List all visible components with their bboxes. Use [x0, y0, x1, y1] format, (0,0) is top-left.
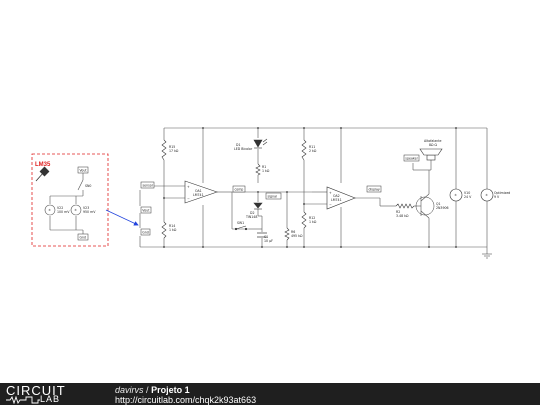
optimized-source-icon: ± — [480, 188, 494, 202]
svg-text:+: + — [187, 185, 190, 189]
q1-name: Q1 — [436, 202, 441, 206]
main-wiring — [139, 127, 488, 254]
d2-name: D2 — [250, 211, 254, 215]
oa2-model: LM741 — [331, 198, 342, 202]
lm35-v1-sign: ± — [48, 208, 51, 212]
svg-text:±: ± — [454, 193, 457, 197]
d2-model: TIN148 — [245, 215, 257, 219]
r6-resistor-icon — [284, 227, 290, 241]
sw-name: SW1 — [237, 221, 244, 225]
switch-icon — [234, 225, 248, 231]
logo-circuit-text: CIRCUIT — [6, 383, 66, 398]
author-separator: / — [146, 385, 149, 395]
d1-model: LED Bicolor — [234, 147, 253, 151]
project-title[interactable]: Projeto 1 — [151, 385, 190, 395]
speaker-value: 8Ω Ω — [429, 143, 437, 147]
ground-symbol-icon — [482, 253, 492, 259]
lm35-v1-name: V22 — [57, 206, 63, 210]
c1-name: C1 — [264, 235, 268, 239]
gnd-net-tag: Gnd — [142, 231, 149, 235]
q1-model: 2N3906 — [436, 206, 449, 210]
lm35-title: LM35 — [35, 162, 51, 168]
r2-name: R2 — [396, 210, 400, 214]
speaker-net-tag: speaker — [405, 157, 418, 161]
r6-value: 495 kΩ — [291, 234, 303, 238]
comp-net-tag: comp — [235, 188, 244, 192]
lm35-package-icon — [35, 166, 50, 182]
r11-value: 2 kΩ — [309, 149, 317, 153]
signal-net-tag: signal — [268, 195, 278, 199]
lm35-sensor-label: SN0 — [85, 184, 91, 188]
vout-net-tag: Vout — [142, 209, 150, 213]
svg-text:−: − — [329, 203, 332, 207]
r1-resistor-icon — [255, 163, 261, 176]
lm35-model-group: LM35 Vout SN0 ± ± V22 100 mV V23 950 mV — [31, 153, 109, 247]
r11-name: R11 — [309, 145, 315, 149]
v10-source-icon: ± — [449, 188, 463, 202]
junction-dots — [163, 127, 457, 248]
r15-resistor-icon — [161, 139, 167, 161]
oa2-name: OA2 — [333, 194, 340, 198]
transistor-icon — [415, 196, 435, 216]
r14-name: R14 — [169, 224, 175, 228]
lm35-v2-value: 950 mV — [83, 210, 96, 214]
lm35-v2-name: V23 — [83, 206, 89, 210]
speaker-icon — [419, 148, 443, 161]
r1-value: 1 kΩ — [262, 169, 270, 173]
oa2-opamp-icon: + − — [326, 186, 356, 210]
annotation-arrow — [105, 209, 139, 226]
project-url[interactable]: http://circuitlab.com/chqk2k93at663 — [115, 395, 257, 405]
oa1-opamp-icon: + − — [184, 180, 218, 204]
r2-resistor-icon — [395, 203, 415, 209]
author-link[interactable]: davirvs — [115, 385, 144, 395]
optimized-value: 9 V — [494, 195, 500, 199]
resistor-zigzags — [161, 139, 415, 241]
logo-waveform-icon — [6, 396, 40, 404]
footer-bar: CIRCUIT LAB davirvs / Projeto 1 http://c… — [0, 383, 540, 405]
r11-resistor-icon — [301, 139, 307, 161]
r15-name: R15 — [169, 145, 175, 149]
r14-resistor-icon — [161, 221, 167, 239]
r2-value: 3.48 kΩ — [396, 214, 409, 218]
lm35-gnd-tag: Gnd — [80, 236, 87, 240]
optimized-name: Optimized — [494, 191, 510, 195]
d1-name: D1 — [236, 143, 240, 147]
r6-name: R6 — [291, 230, 295, 234]
logo-lab-text: LAB — [40, 394, 61, 404]
circuitlab-logo[interactable]: CIRCUIT LAB — [6, 384, 96, 404]
circuit-schematic: LM35 Vout SN0 ± ± V22 100 mV V23 950 mV — [31, 127, 510, 259]
led-diode-icon — [253, 138, 268, 149]
v10-name: V10 — [464, 191, 470, 195]
v10-value: 24 V — [464, 195, 472, 199]
d2-diode-icon — [253, 202, 263, 210]
sensor-net-tag: sensor — [143, 184, 154, 188]
oa1-model: LM741 — [193, 193, 204, 197]
display-net-tag: display — [369, 188, 380, 192]
r12-value: 1 kΩ — [309, 220, 317, 224]
svg-text:+: + — [329, 191, 332, 195]
r14-value: 1 kΩ — [169, 228, 177, 232]
speaker-name: Altofalante — [424, 139, 441, 143]
lm35-vout-tag: Vout — [80, 169, 88, 173]
r15-value: 17 kΩ — [169, 149, 179, 153]
author-project-line: davirvs / Projeto 1 — [115, 385, 190, 395]
net-tags: sensor Vout Gnd comp signal display spea… — [140, 154, 420, 236]
r12-name: R12 — [309, 216, 315, 220]
lm35-v2-sign: ± — [74, 208, 77, 212]
svg-text:±: ± — [485, 193, 488, 197]
capacitor-icon — [257, 232, 267, 238]
lm35-dashed-box — [31, 153, 109, 247]
svg-text:−: − — [187, 197, 190, 201]
c1-value: 10 µF — [264, 239, 273, 243]
r1-name: R1 — [262, 165, 266, 169]
oa1-name: OA1 — [195, 189, 202, 193]
r12-resistor-icon — [301, 211, 307, 229]
lm35-v1-value: 100 mV — [57, 210, 70, 214]
